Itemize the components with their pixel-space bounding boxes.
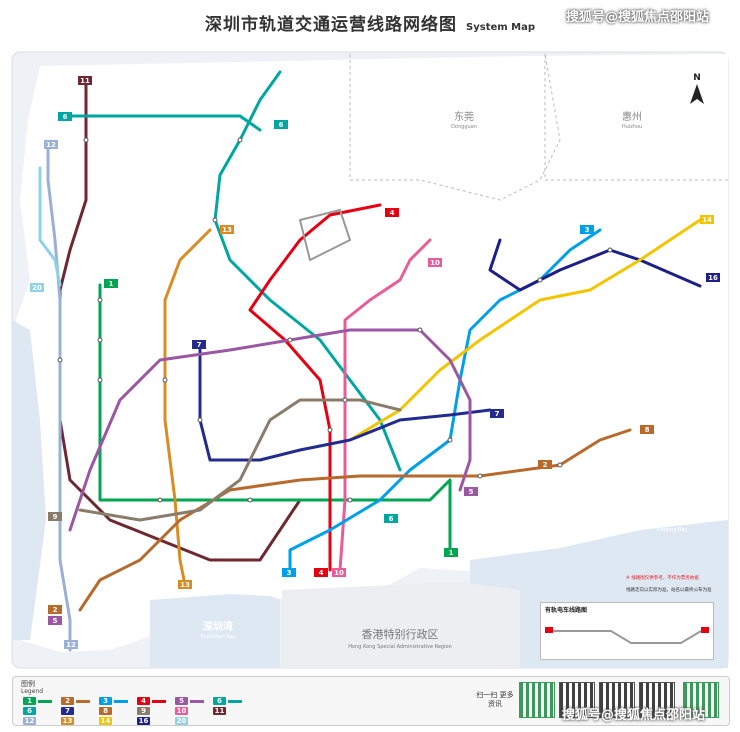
legend-title: 图例 xyxy=(21,680,35,688)
legend-chip-6: 6 xyxy=(213,697,226,705)
badge-line-16: 16 xyxy=(708,274,718,282)
badge-line-1-east: 1 xyxy=(449,549,454,557)
legend-line-4 xyxy=(152,700,166,703)
region-dongguan-en: Dongguan xyxy=(451,124,477,130)
legend-chip-11: 11 xyxy=(213,707,226,715)
legend-chip-7: 7 xyxy=(61,707,74,715)
legend-chip-6b: 6 xyxy=(23,707,36,715)
badge-line-10: 10 xyxy=(430,259,440,267)
badge-line-6-south: 6 xyxy=(389,515,394,523)
watermark-top: 搜狐号@搜狐焦点邵阳站 xyxy=(566,10,710,25)
badge-line-11: 11 xyxy=(80,77,90,85)
legend-chip-2: 2 xyxy=(61,697,74,705)
region-huizhou: 惠州 xyxy=(622,110,642,123)
qr-code-icon[interactable] xyxy=(519,682,555,718)
badge-line-7: 7 xyxy=(197,341,202,349)
notice-red: ※ 线路图仅供参考，不作为票务依据 xyxy=(626,576,699,581)
notice-black: 线路走向以实际为准，站名以最终公布为准 xyxy=(626,588,712,593)
region-dapeng-bay: 大鹏湾 xyxy=(657,513,687,526)
badge-line-6-north: 6 xyxy=(279,121,284,129)
legend-chip-3: 3 xyxy=(99,697,112,705)
legend-chip-8: 8 xyxy=(99,707,112,715)
badge-line-7-east: 7 xyxy=(495,410,500,418)
metro-logo-icon xyxy=(683,682,719,718)
map-title-zh: 深圳市轨道交通运营线路网络图 xyxy=(204,15,457,35)
compass-icon: N xyxy=(690,73,704,104)
legend-chip-9: 9 xyxy=(137,707,150,715)
badge-line-12: 12 xyxy=(46,141,56,149)
badge-line-8: 8 xyxy=(645,426,650,434)
compass-label: N xyxy=(693,73,701,83)
scan-prompt: 扫一扫 更多资讯 xyxy=(476,691,514,708)
map-title: 深圳市轨道交通运营线路网络图 System Map xyxy=(0,10,740,35)
badge-line-3-south: 3 xyxy=(287,569,292,577)
tram-inset-title: 有轨电车线路图 xyxy=(545,607,588,614)
legend-chip-1: 1 xyxy=(23,697,36,705)
badge-line-20: 20 xyxy=(32,284,42,292)
badge-line-4: 4 xyxy=(390,209,395,217)
legend-chip-5: 5 xyxy=(175,697,188,705)
badge-line-2-east: 2 xyxy=(543,461,548,469)
region-dapeng-bay-en: Dapeng Bay xyxy=(657,527,688,533)
legend-line-6 xyxy=(228,700,242,703)
region-hongkong-en: Hong Kong Special Administrative Region xyxy=(348,644,451,650)
legend-panel: 图例 Legend 1 2 3 4 5 6 6 7 8 9 10 11 12 1… xyxy=(12,676,730,726)
badge-line-10-south: 10 xyxy=(334,569,344,577)
region-dongguan: 东莞 xyxy=(454,110,474,123)
qr-code-icon[interactable] xyxy=(639,682,675,718)
badge-line-14: 14 xyxy=(702,216,712,224)
badge-line-4-south: 4 xyxy=(319,569,324,577)
badge-line-12-south: 12 xyxy=(66,641,76,649)
legend-chip-4: 4 xyxy=(137,697,150,705)
region-hongkong: 香港特别行政区 xyxy=(362,627,439,641)
badge-line-3: 3 xyxy=(585,226,590,234)
legend-chip-14: 14 xyxy=(99,717,112,725)
badge-line-13: 13 xyxy=(222,226,232,234)
tram-inset-map xyxy=(545,627,709,644)
legend-chip-10: 10 xyxy=(175,707,188,715)
region-huizhou-en: Huizhou xyxy=(622,124,642,130)
qr-code-icon[interactable] xyxy=(559,682,595,718)
line-badges: 11 6 12 20 1 13 4 7 10 3 16 14 7 2 8 5 6… xyxy=(30,76,720,649)
legend-chip-20: 20 xyxy=(175,717,188,725)
badge-line-5: 5 xyxy=(53,617,58,625)
legend-title-en: Legend xyxy=(21,688,44,695)
legend-line-1 xyxy=(38,700,52,703)
legend-chip-12: 12 xyxy=(23,717,36,725)
badge-line-9: 9 xyxy=(53,513,58,521)
map-title-en: System Map xyxy=(466,22,536,33)
legend-chip-13: 13 xyxy=(61,717,74,725)
badge-line-6: 6 xyxy=(63,113,68,121)
legend-chip-16: 16 xyxy=(137,717,150,725)
legend-line-2 xyxy=(76,700,90,703)
badge-line-13-south: 13 xyxy=(180,581,190,589)
tram-line-inset: 有轨电车线路图 xyxy=(540,602,714,660)
qr-code-icon[interactable] xyxy=(599,682,635,718)
badge-line-2: 2 xyxy=(53,606,58,614)
legend-line-3 xyxy=(114,700,128,703)
region-shenzhen-bay: 深圳湾 xyxy=(203,620,233,633)
region-shenzhen-bay-en: Shenzhen Bay xyxy=(200,634,236,640)
badge-line-5-east: 5 xyxy=(469,488,474,496)
watermark-bottom: 搜狐号@搜狐焦点邵阳站 xyxy=(562,708,706,723)
legend-line-5 xyxy=(190,700,204,703)
badge-line-1: 1 xyxy=(109,280,114,288)
